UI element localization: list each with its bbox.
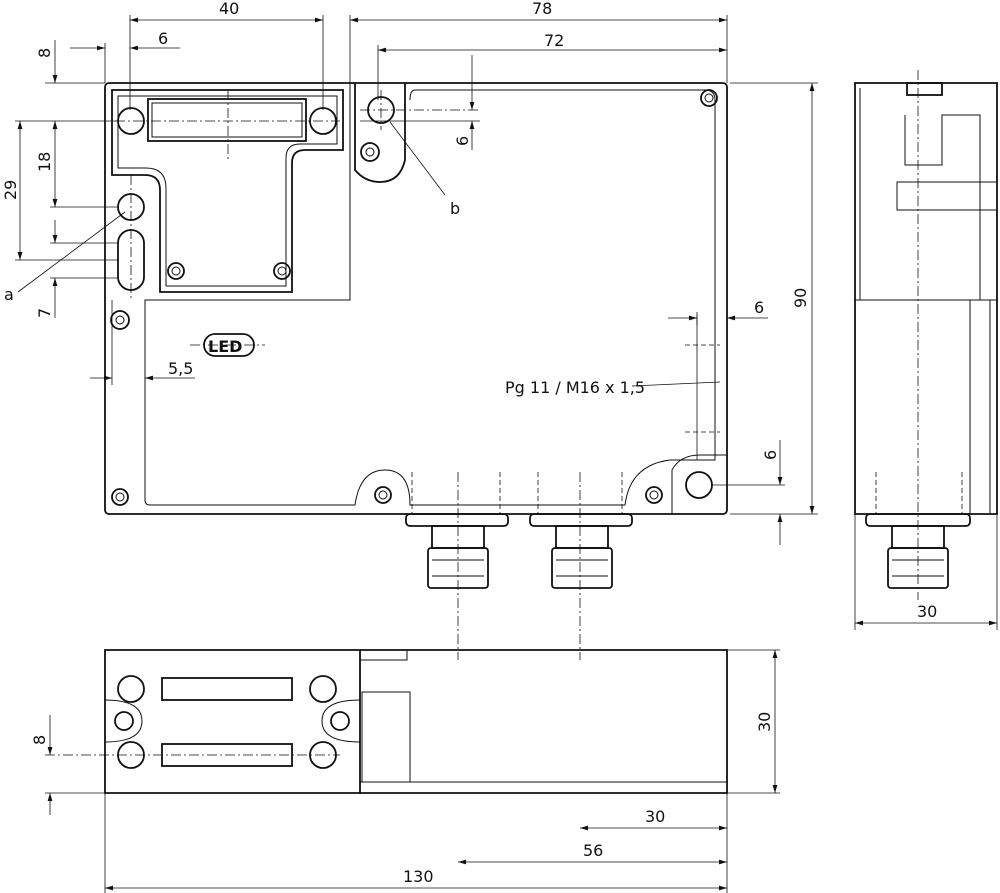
dimension-label: 6: [453, 136, 472, 146]
dimension-label: 30: [917, 602, 937, 621]
front-view: LED 40 78 6 72 8 18 29 7 a b: [1, 0, 818, 660]
dimension-label: 40: [219, 0, 239, 18]
screw-holes: [110, 89, 718, 506]
dimension-label: 29: [1, 180, 20, 200]
dimension-label: 78: [532, 0, 552, 18]
callout-a: a: [4, 285, 14, 304]
bottom-view: 8 30 30 56 130: [30, 649, 780, 893]
dimension-label: 5,5: [168, 359, 193, 378]
dimension-label: 6: [754, 298, 764, 317]
callout-b: b: [450, 199, 460, 218]
dimension-label: 90: [791, 288, 810, 308]
cable-connector-2: [529, 513, 633, 589]
dimension-label: 7: [35, 308, 54, 318]
dimension-label: 56: [583, 841, 603, 860]
dimension-label: 30: [645, 807, 665, 826]
dimension-label: 6: [158, 29, 168, 48]
dimension-label: 72: [544, 31, 564, 50]
side-view: 30: [854, 70, 998, 630]
dimension-label: 30: [755, 712, 774, 732]
dimension-label: 8: [35, 48, 54, 58]
cable-connector-1: [405, 513, 509, 589]
dimension-label: 130: [403, 867, 434, 886]
thread-label: Pg 11 / M16 x 1,5: [505, 378, 645, 397]
dimension-label: 8: [30, 735, 49, 745]
led-label: LED: [208, 337, 242, 356]
dimension-label: 18: [35, 152, 54, 172]
dimension-label: 6: [761, 450, 780, 460]
